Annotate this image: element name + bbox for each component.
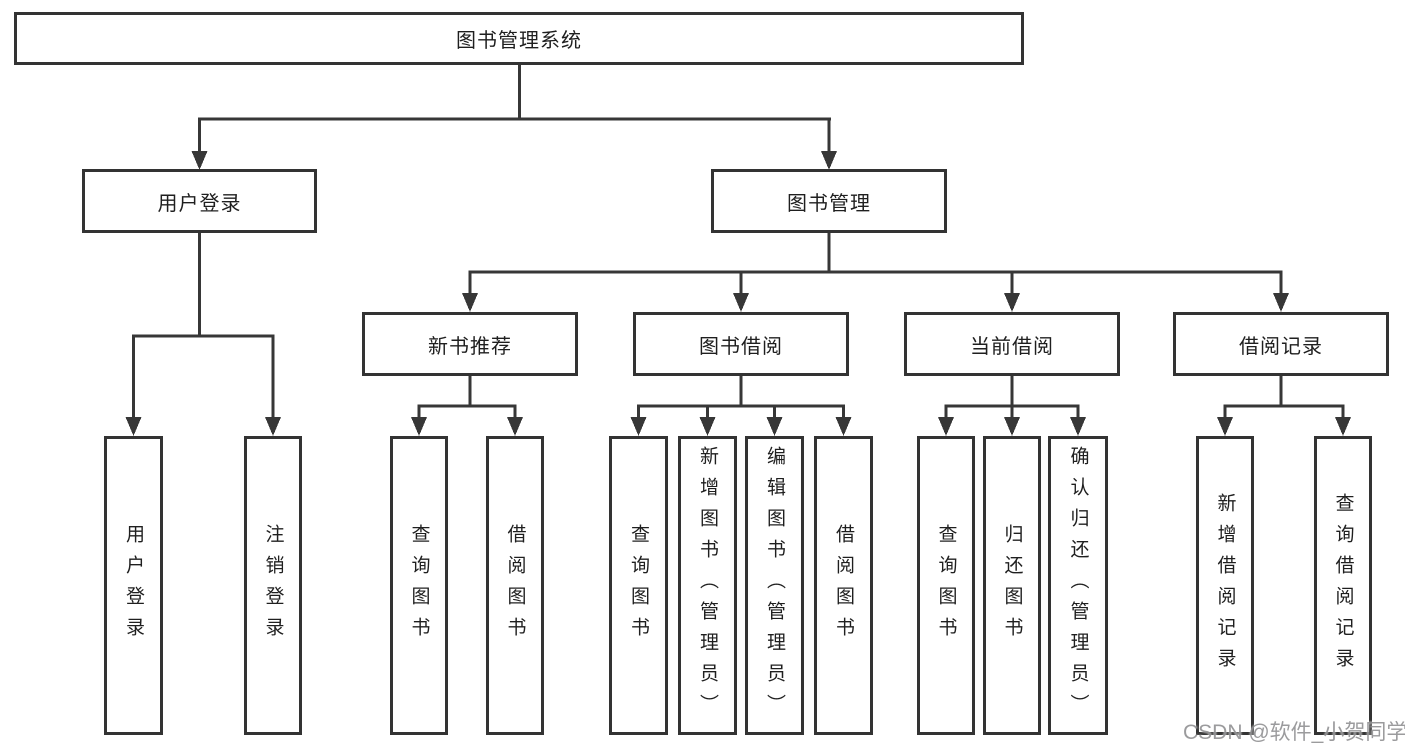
connector-book-branch — [468, 233, 1283, 294]
node-label: 查询图书 — [628, 523, 649, 648]
leaf-add-books-admin: 新增图书（管理员） — [678, 436, 737, 735]
arrowhead-icon — [766, 417, 783, 436]
node-current-borrow: 当前借阅 — [904, 312, 1120, 376]
leaf-return-books: 归还图书 — [983, 436, 1041, 735]
arrowhead-icon — [1004, 293, 1020, 312]
leaf-edit-books-admin: 编辑图书（管理员） — [745, 436, 804, 735]
leaf-query-borrow-record: 查询借阅记录 — [1314, 436, 1372, 735]
connector-section-current — [944, 376, 1080, 418]
leaf-borrow-books: 借阅图书 — [814, 436, 873, 735]
node-user-login-branch: 用户登录 — [82, 169, 317, 233]
arrowhead-icon — [265, 417, 281, 436]
arrowhead-icon — [1335, 417, 1351, 436]
node-label: 归还图书 — [1001, 523, 1023, 648]
arrowhead-icon — [411, 417, 427, 436]
arrowhead-icon — [462, 293, 478, 312]
node-borrow-records: 借阅记录 — [1173, 312, 1389, 376]
arrowhead-icon — [1217, 417, 1233, 436]
arrowhead-icon — [507, 417, 523, 436]
connector-root-to-branches — [198, 64, 831, 152]
node-label: 图书借阅 — [699, 335, 783, 358]
connector-section-newbook — [417, 376, 517, 418]
arrowhead-icon — [1004, 417, 1020, 436]
node-label: 查询借阅记录 — [1332, 492, 1354, 679]
node-label: 当前借阅 — [970, 335, 1054, 358]
arrowhead-icon — [1273, 293, 1289, 312]
node-label: 图书管理 — [787, 192, 871, 215]
arrowhead-icon — [821, 151, 837, 170]
leaf-logout: 注销登录 — [244, 436, 302, 735]
node-label: 用户登录 — [157, 192, 242, 215]
leaf-borrow-books: 借阅图书 — [486, 436, 544, 735]
node-label: 新书推荐 — [428, 335, 512, 358]
node-label: 用户登录 — [123, 523, 144, 648]
watermark-text: CSDN @软件_小贺同学 — [1183, 721, 1405, 744]
node-label: 新增借阅记录 — [1214, 492, 1236, 679]
leaf-user-login: 用户登录 — [104, 436, 163, 735]
node-label: 新增图书（管理员） — [697, 446, 718, 725]
arrowhead-icon — [125, 417, 142, 436]
connector-section-borrow — [637, 376, 845, 418]
node-book-borrow: 图书借阅 — [633, 312, 849, 376]
node-label: 图书管理系统 — [456, 30, 582, 52]
arrowhead-icon — [1070, 417, 1086, 436]
arrowhead-icon — [699, 417, 716, 436]
connector-section-records — [1223, 376, 1345, 418]
leaf-query-books: 查询图书 — [390, 436, 448, 735]
leaf-confirm-return-admin: 确认归还（管理员） — [1048, 436, 1108, 735]
node-label: 借阅图书 — [833, 523, 854, 648]
leaf-query-books: 查询图书 — [609, 436, 668, 735]
arrowhead-icon — [733, 293, 749, 312]
node-library-system: 图书管理系统 — [14, 12, 1024, 65]
arrowhead-icon — [835, 417, 852, 436]
leaf-add-borrow-record: 新增借阅记录 — [1196, 436, 1254, 735]
leaf-query-books: 查询图书 — [917, 436, 975, 735]
node-label: 借阅记录 — [1239, 335, 1323, 358]
node-book-management: 图书管理 — [711, 169, 947, 233]
node-label: 确认归还（管理员） — [1067, 446, 1089, 725]
node-label: 查询图书 — [408, 523, 430, 648]
arrowhead-icon — [938, 417, 954, 436]
node-label: 查询图书 — [935, 523, 957, 648]
arrowhead-icon — [191, 151, 208, 170]
connector-user-branch — [132, 233, 275, 418]
node-label: 注销登录 — [262, 523, 284, 648]
node-label: 编辑图书（管理员） — [764, 446, 785, 725]
node-label: 借阅图书 — [504, 523, 526, 648]
node-new-book-recommend: 新书推荐 — [362, 312, 578, 376]
arrowhead-icon — [630, 417, 647, 436]
